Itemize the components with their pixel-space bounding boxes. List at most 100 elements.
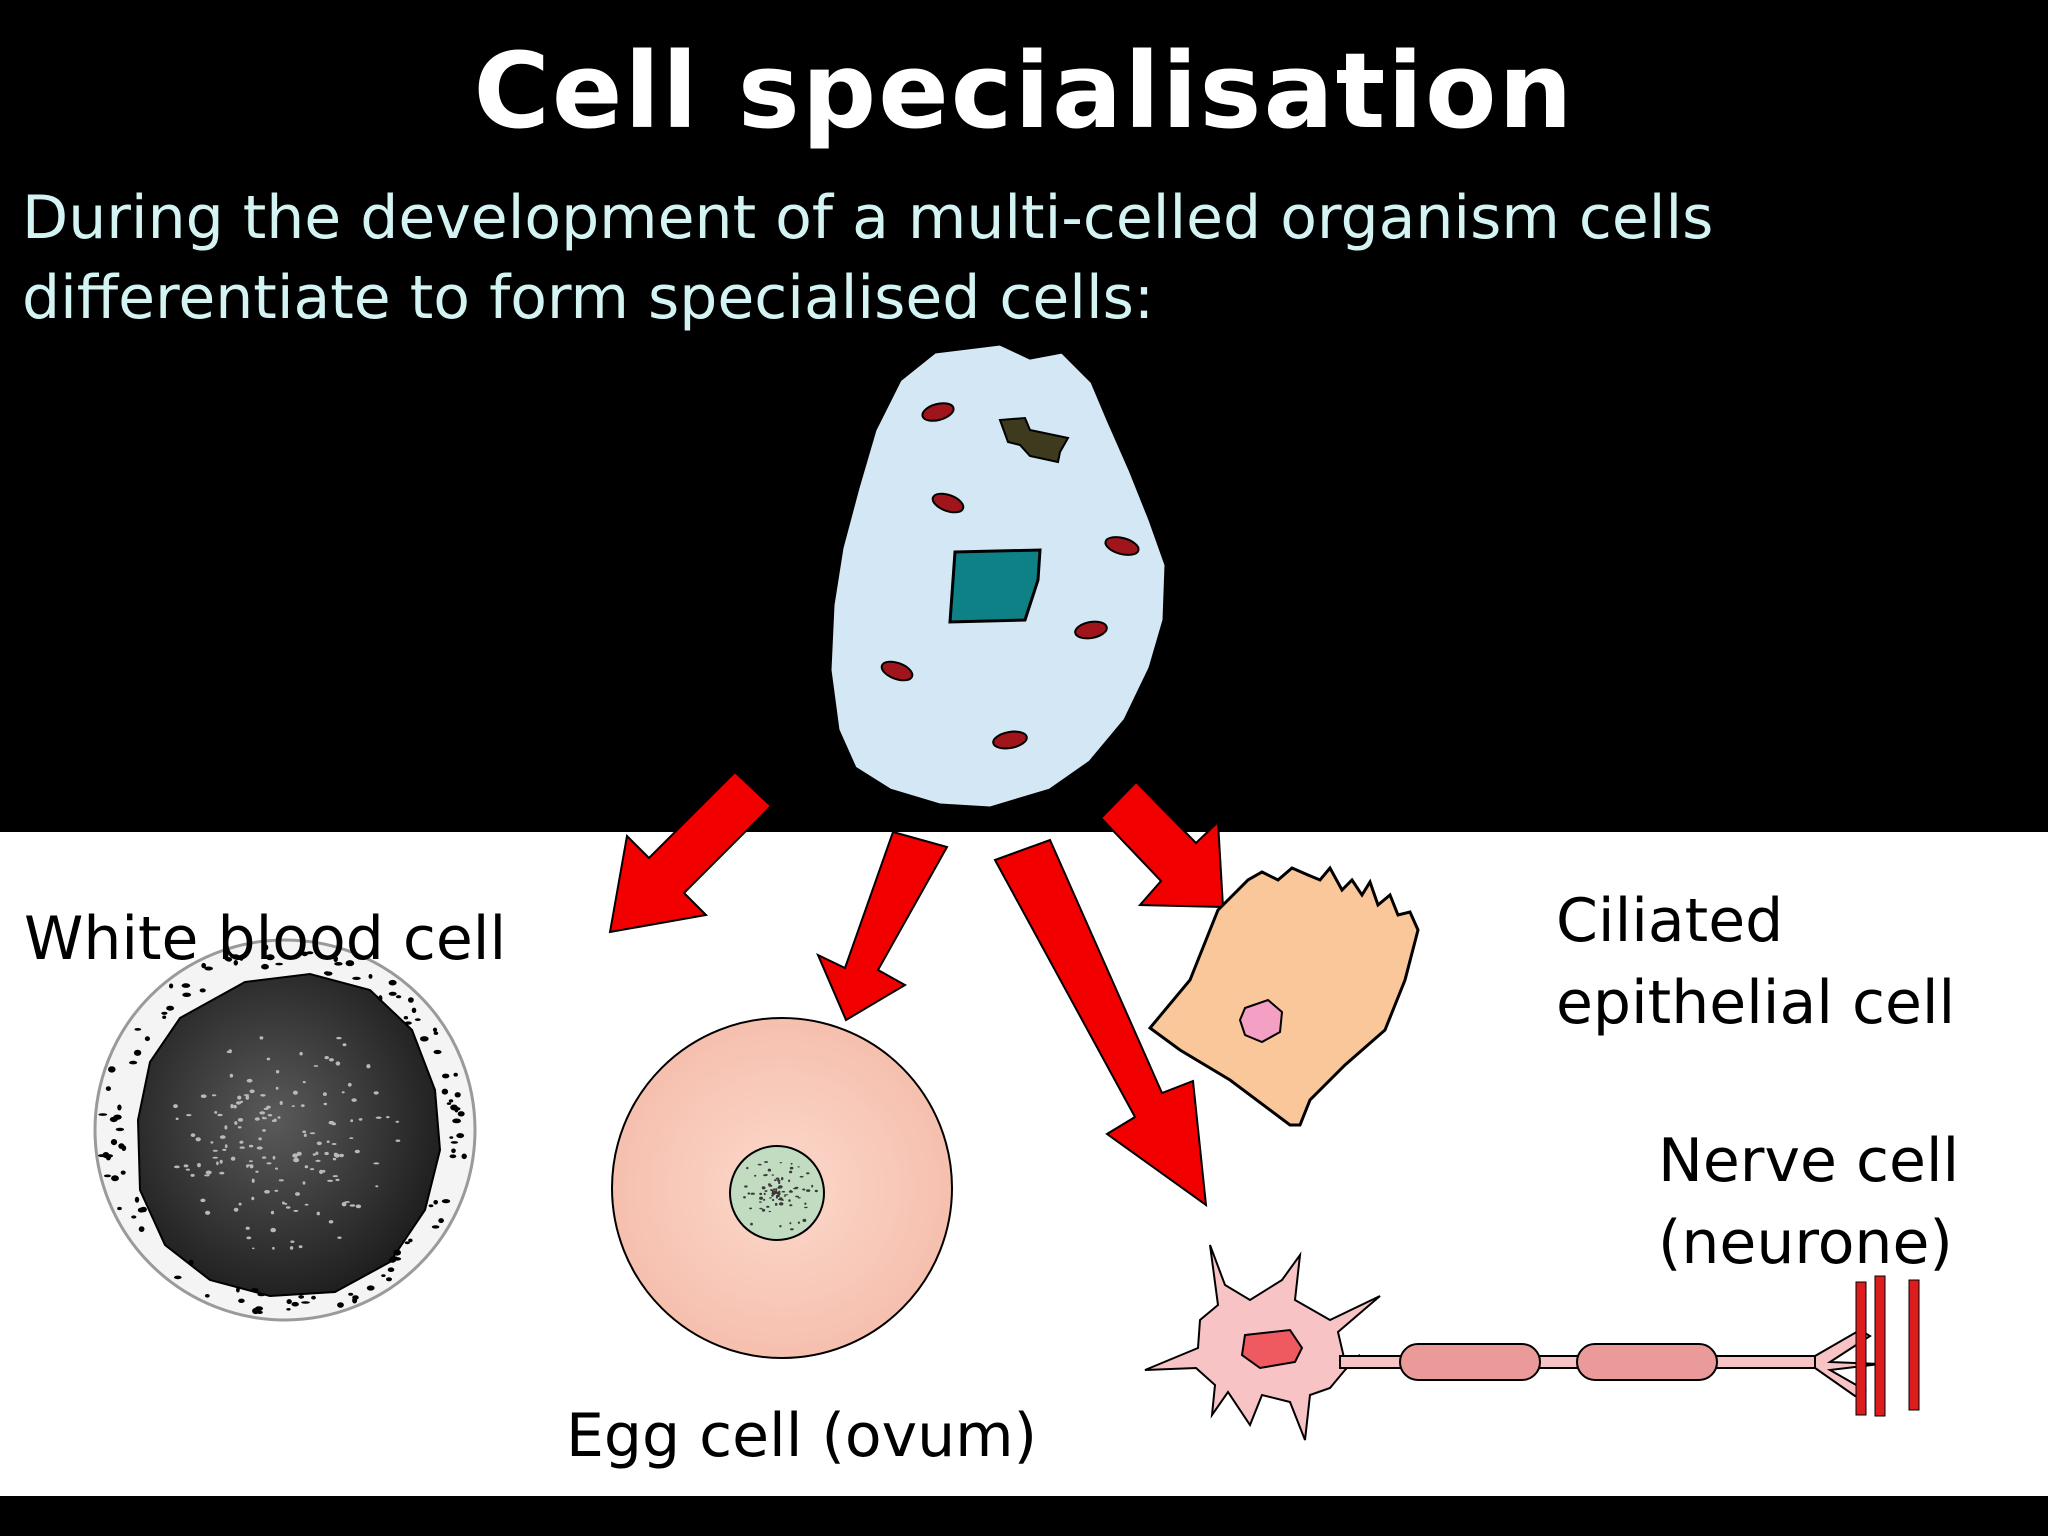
wbc-granule bbox=[108, 1066, 116, 1073]
egg-speckle bbox=[759, 1196, 764, 1200]
egg-speckle bbox=[764, 1161, 769, 1163]
wbc-speckle bbox=[327, 1179, 334, 1182]
wbc-granule bbox=[98, 1113, 108, 1116]
wbc-speckle bbox=[248, 1160, 253, 1163]
wbc-speckle bbox=[204, 1174, 210, 1177]
wbc-speckle bbox=[386, 1116, 390, 1119]
wbc-speckle bbox=[315, 1151, 319, 1155]
egg-speckle bbox=[761, 1186, 766, 1190]
wbc-granule bbox=[140, 1206, 147, 1213]
wbc-speckle bbox=[339, 1153, 344, 1158]
wbc-speckle bbox=[262, 1116, 265, 1120]
wbc-speckle bbox=[200, 1198, 206, 1203]
wbc-granule bbox=[174, 1275, 182, 1280]
wbc-speckle bbox=[261, 1156, 267, 1159]
wbc-granule bbox=[352, 1295, 359, 1300]
wbc-granule bbox=[386, 1277, 392, 1282]
wbc-granule bbox=[450, 1141, 459, 1144]
wbc-granule bbox=[411, 1007, 417, 1013]
wbc-speckle bbox=[341, 1091, 345, 1094]
wbc-granule bbox=[433, 1031, 439, 1035]
wbc-speckle bbox=[395, 1120, 400, 1123]
wbc-speckle bbox=[274, 1189, 279, 1192]
wbc-speckle bbox=[335, 1178, 340, 1182]
wbc-speckle bbox=[266, 1105, 271, 1109]
label-nerve-line-1: Nerve cell bbox=[1658, 1126, 1960, 1196]
white-blood-cell bbox=[93, 938, 477, 1322]
wbc-speckle bbox=[210, 1141, 214, 1144]
egg-speckle bbox=[750, 1192, 755, 1195]
wbc-speckle bbox=[217, 1113, 223, 1117]
wbc-speckle bbox=[246, 1078, 253, 1083]
wbc-granule bbox=[204, 966, 213, 971]
wbc-speckle bbox=[224, 1125, 228, 1130]
egg-speckle bbox=[789, 1166, 794, 1170]
wbc-speckle bbox=[299, 1051, 303, 1056]
egg-speckle bbox=[777, 1179, 781, 1182]
wbc-granule bbox=[388, 979, 397, 986]
egg-speckle bbox=[771, 1192, 776, 1195]
wbc-speckle bbox=[275, 1167, 278, 1170]
wbc-speckle bbox=[395, 1139, 401, 1142]
egg-speckle bbox=[750, 1222, 753, 1226]
axon-terminal bbox=[1814, 1328, 1881, 1398]
wbc-granule bbox=[393, 1257, 402, 1261]
egg-speckle bbox=[797, 1197, 801, 1199]
egg-nucleus-speckles bbox=[743, 1161, 818, 1231]
wbc-granule bbox=[275, 962, 283, 966]
wbc-granule bbox=[432, 1027, 438, 1033]
wbc-speckle bbox=[326, 1140, 330, 1143]
egg-speckle bbox=[759, 1207, 763, 1210]
wbc-speckle bbox=[270, 1210, 275, 1215]
wbc-granule bbox=[448, 1099, 454, 1103]
muscle-fibre bbox=[1874, 1275, 1886, 1417]
wbc-speckle bbox=[256, 1146, 263, 1150]
wbc-speckle bbox=[266, 1057, 271, 1061]
wbc-speckle bbox=[284, 1202, 288, 1205]
myelin-sheath bbox=[1576, 1343, 1718, 1381]
wbc-speckle bbox=[373, 1091, 379, 1095]
egg-speckle bbox=[758, 1201, 762, 1203]
wbc-granule bbox=[188, 1259, 194, 1266]
wbc-speckle bbox=[290, 1240, 295, 1243]
egg-speckle bbox=[804, 1202, 807, 1205]
wbc-speckle bbox=[264, 1190, 270, 1194]
egg-speckle bbox=[774, 1202, 778, 1206]
egg-speckle bbox=[788, 1190, 794, 1193]
egg-speckle bbox=[771, 1194, 774, 1197]
wbc-speckle bbox=[200, 1094, 207, 1098]
wbc-speckle bbox=[248, 1144, 254, 1148]
wbc-speckle bbox=[375, 1116, 382, 1119]
wbc-speckle bbox=[245, 1226, 250, 1230]
wbc-speckle bbox=[251, 1178, 255, 1183]
wbc-speckle bbox=[315, 1159, 321, 1162]
wbc-granule bbox=[204, 1294, 210, 1298]
wbc-granule bbox=[408, 997, 414, 1003]
wbc-speckle bbox=[238, 1202, 242, 1206]
egg-speckle bbox=[764, 1174, 768, 1176]
wbc-granule bbox=[239, 954, 244, 961]
wbc-speckle bbox=[273, 1118, 277, 1123]
wbc-speckle bbox=[375, 1185, 379, 1188]
wbc-granule bbox=[352, 976, 361, 981]
wbc-granule bbox=[395, 995, 402, 999]
egg-speckle bbox=[781, 1190, 786, 1193]
wbc-granule bbox=[381, 1274, 386, 1277]
wbc-granule bbox=[456, 1133, 465, 1139]
wbc-speckle bbox=[251, 1196, 255, 1201]
egg-speckle bbox=[789, 1170, 793, 1174]
wbc-granule bbox=[129, 1060, 138, 1065]
egg-speckle bbox=[767, 1168, 772, 1172]
wbc-granule bbox=[452, 1118, 461, 1124]
egg-speckle bbox=[797, 1221, 801, 1224]
wbc-speckle bbox=[328, 1220, 334, 1224]
egg-speckle bbox=[806, 1189, 811, 1192]
wbc-speckle bbox=[275, 1070, 280, 1074]
wbc-granule bbox=[162, 1015, 167, 1019]
wbc-speckle bbox=[214, 1111, 218, 1114]
wbc-granule bbox=[105, 1086, 111, 1091]
wbc-speckle bbox=[342, 1043, 347, 1047]
mitochondrion bbox=[992, 730, 1028, 750]
wbc-granule bbox=[286, 1308, 291, 1311]
wbc-granule bbox=[457, 1111, 465, 1117]
